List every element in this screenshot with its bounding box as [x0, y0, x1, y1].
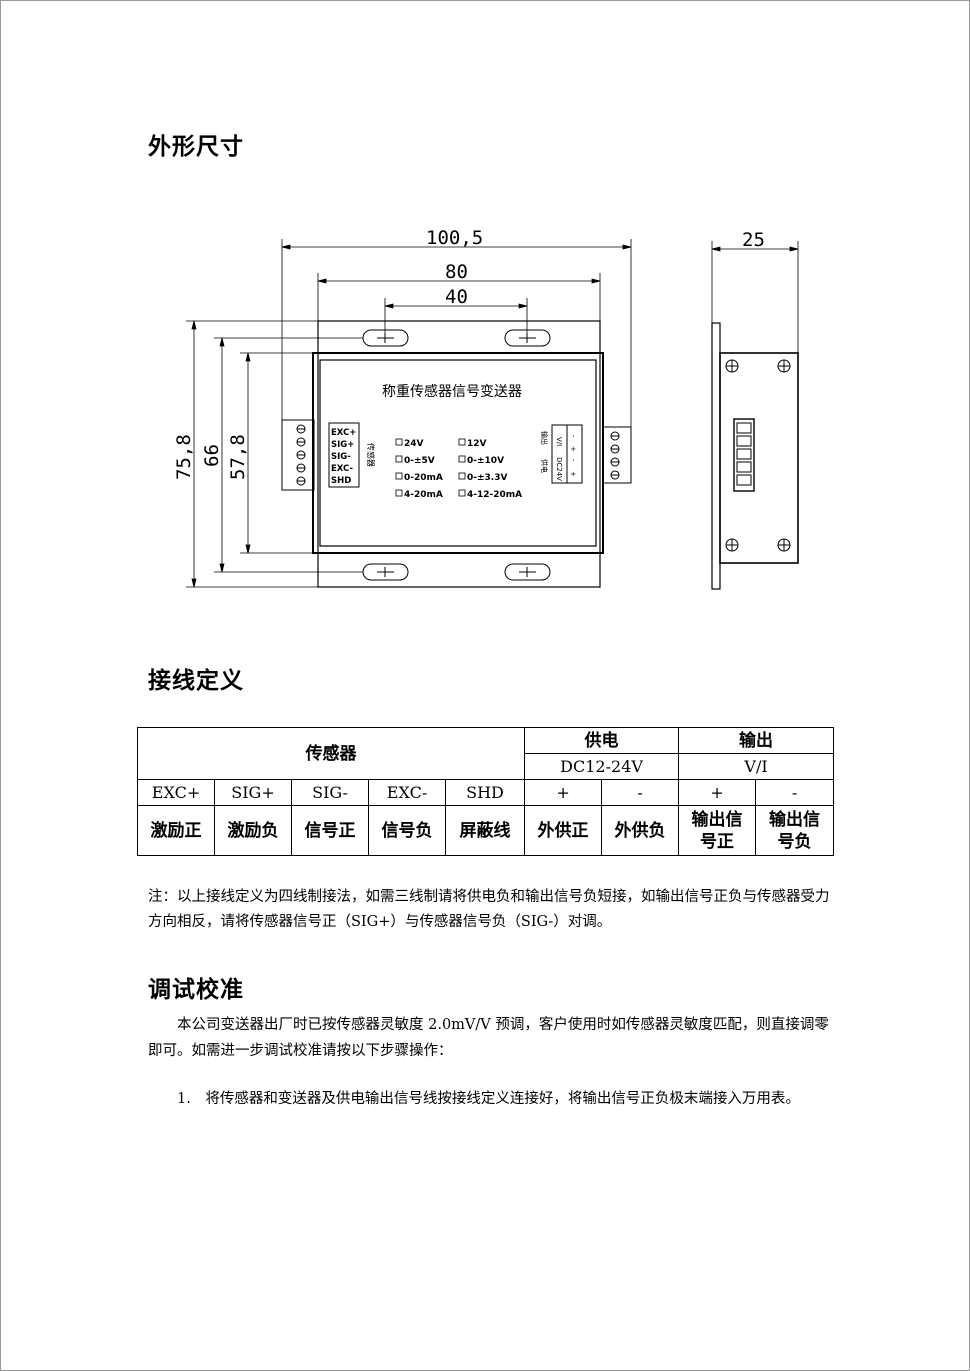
dimensions-heading: 外形尺寸: [148, 134, 244, 160]
dc-label: DC24V: [555, 457, 563, 481]
meaning-cell: 屏蔽线: [444, 805, 526, 856]
side-terminal: [733, 418, 755, 492]
meaning-cell: 激励负: [214, 805, 292, 856]
pm-label: -: [569, 435, 577, 438]
option-label: 0-±3.3V: [467, 473, 507, 483]
right-terminal-block: [602, 426, 632, 484]
terminal-cell: SIG+: [214, 779, 292, 806]
meaning-cell: 输出信号负: [755, 805, 835, 856]
option-label: 0-±5V: [404, 456, 435, 466]
mounting-slot-bottom-right: [504, 563, 551, 581]
left-terminal-block: [281, 419, 315, 491]
terminal-cell: EXC+: [137, 779, 215, 806]
side-plate: [711, 322, 721, 590]
calibration-intro: 本公司变送器出厂时已按传感器灵敏度 2.0mV/V 预调，客户使用时如传感器灵敏…: [148, 1017, 829, 1059]
meaning-cell: 信号负: [368, 805, 446, 856]
terminal-label: SHD: [331, 476, 351, 486]
mounting-slot-top-right: [504, 329, 551, 347]
dimension-drawing: EXC+ SIG+ SIG- EXC- SHD 传感器 称重传感器信号变送器 2…: [150, 195, 830, 620]
terminal-label: EXC-: [331, 464, 353, 474]
dim-hole-spacing: 40: [445, 286, 468, 308]
meaning-cell: 输出信号正: [678, 805, 757, 856]
output-spec: V/I: [678, 753, 835, 780]
option-label: 0-20mA: [404, 473, 443, 483]
terminal-label: SIG-: [331, 452, 351, 462]
wiring-heading: 接线定义: [148, 668, 244, 694]
meaning-cell: 激励正: [137, 805, 215, 856]
option-label: 4-12-20mA: [467, 490, 522, 500]
meaning-cell: 外供负: [601, 805, 680, 856]
option-label: 4-20mA: [404, 490, 443, 500]
power-spec: DC12-24V: [524, 753, 680, 780]
panel-title: 称重传感器信号变送器: [382, 383, 522, 400]
mounting-plate: [317, 320, 601, 588]
pm-label: +: [569, 446, 577, 452]
pm-label: -: [569, 459, 577, 462]
dim-mid-height: 66: [201, 444, 223, 467]
calibration-heading: 调试校准: [148, 977, 244, 1003]
meaning-cell: 信号正: [291, 805, 369, 856]
output-vertical-label: 输出: [540, 431, 549, 445]
mounting-slot-top-left: [362, 329, 409, 347]
wiring-note: 注：以上接线定义为四线制接法，如需三线制请将供电负和输出信号负短接，如输出信号正…: [148, 889, 830, 930]
screw-icon: [725, 359, 791, 552]
terminal-cell: -: [601, 779, 680, 806]
dim-total-width: 100,5: [426, 227, 483, 249]
option-label: 12V: [467, 439, 487, 449]
meaning-cell: 外供正: [524, 805, 603, 856]
option-label: 0-±10V: [467, 456, 504, 466]
terminal-cell: SHD: [444, 779, 526, 806]
power-vertical-label: 供电: [540, 459, 549, 473]
terminal-cell: EXC-: [368, 779, 446, 806]
dim-inner-width: 80: [445, 261, 468, 283]
dim-total-height: 75,8: [173, 434, 195, 480]
mounting-slot-bottom-left: [362, 563, 409, 581]
dim-inner-height: 57,8: [227, 434, 249, 480]
power-header: 供电: [524, 727, 680, 754]
terminal-cell: SIG-: [291, 779, 369, 806]
sensor-header: 传感器: [136, 727, 526, 780]
terminal-cell: -: [755, 779, 835, 806]
terminal-cell: +: [524, 779, 603, 806]
dim-depth: 25: [742, 229, 765, 251]
terminal-label: EXC+: [331, 428, 356, 438]
side-box: [719, 352, 799, 564]
terminal-label: SIG+: [331, 440, 354, 450]
main-box: [312, 352, 604, 554]
sensor-vertical-label: 传感器: [366, 443, 376, 467]
pm-label: +: [569, 471, 577, 477]
calibration-step-1: 1. 将传感器和变送器及供电输出信号线按接线定义连接好，将输出信号正负极末端接入…: [177, 1091, 800, 1107]
option-label: 24V: [404, 439, 424, 449]
output-header: 输出: [678, 727, 835, 754]
vi-label: V/I: [555, 437, 563, 446]
terminal-cell: +: [678, 779, 757, 806]
wiring-table: 传感器 供电 输出 DC12-24V V/I EXC+ SIG+ SIG- EX…: [136, 727, 835, 856]
